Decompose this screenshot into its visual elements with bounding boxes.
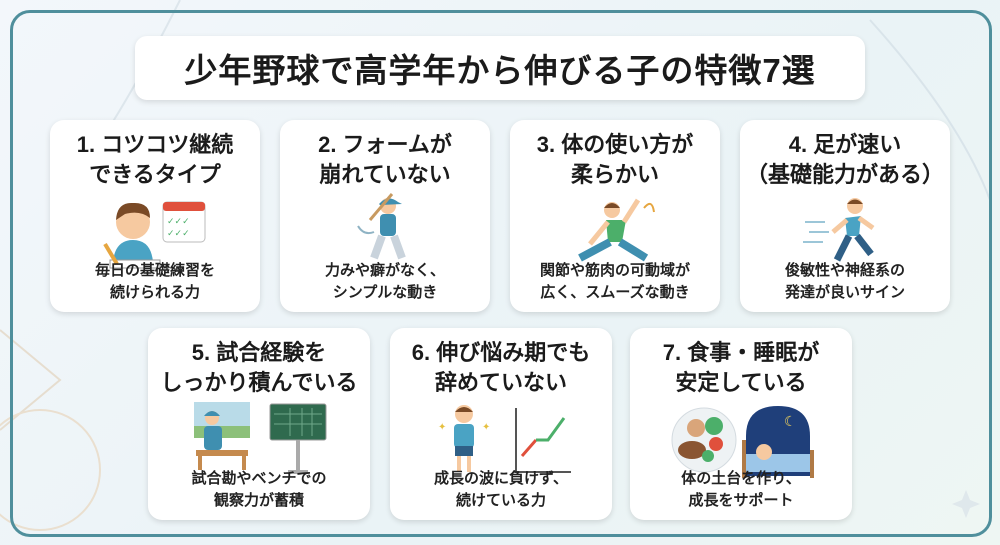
trait-card-7: 7. 食事・睡眠が安定している ☾ 体の土台を作り、成長をサポート (630, 328, 852, 520)
runner-icon (803, 198, 875, 262)
heading-line: 7. 食事・睡眠が (662, 340, 820, 365)
svg-text:☾: ☾ (784, 413, 797, 429)
caption-line: 体の土台を作り、 (681, 470, 801, 487)
caption-line: 続けている力 (455, 492, 546, 509)
caption-line: 試合勘やベンチでの (191, 470, 327, 487)
caption-line: 関節や筋肉の可動域が (539, 262, 690, 279)
caption-line: 毎日の基礎練習を (94, 262, 215, 279)
boy-studying-calendar-icon: ✓✓✓ ✓✓✓ (103, 201, 206, 269)
card-heading: 7. 食事・睡眠が安定している (630, 338, 852, 398)
heading-line: 4. 足が速い (788, 132, 902, 157)
trait-card-6: 6. 伸び悩み期でも辞めていない ✦✦ 成長の波に負けず、続けている力 (390, 328, 612, 520)
heading-line: 辞めていない (434, 370, 567, 395)
trait-card-5: 5. 試合経験をしっかり積んでいる 試合勘やベンチでの観察力が蓄積 (148, 328, 370, 520)
heading-line: 安定している (675, 370, 807, 395)
svg-text:✓✓✓: ✓✓✓ (167, 228, 190, 238)
trait-card-1: 1. コツコツ継続できるタイプ ✓✓✓ ✓✓✓ 毎日の基礎練習を続けられる力 (50, 120, 260, 312)
caption-line: シンプルな動き (332, 284, 438, 301)
caption-line: 力みや癖がなく、 (324, 262, 445, 279)
card-heading: 2. フォームが崩れていない (280, 130, 490, 190)
card-caption: 俊敏性や神経系の発達が良いサイン (740, 260, 950, 304)
card-heading: 6. 伸び悩み期でも辞めていない (390, 338, 612, 398)
card-caption: 関節や筋肉の可動域が広く、スムーズな動き (510, 260, 720, 304)
heading-line: できるタイプ (89, 162, 221, 187)
svg-text:✦: ✦ (438, 422, 446, 433)
card-heading: 1. コツコツ継続できるタイプ (50, 130, 260, 190)
card-caption: 力みや癖がなく、シンプルな動き (280, 260, 490, 304)
caption-line: 続けられる力 (109, 284, 200, 301)
heading-line: 5. 試合経験を (191, 340, 327, 365)
page-title: 少年野球で高学年から伸びる子の特徴7選 (135, 36, 865, 100)
stretching-icon (578, 198, 655, 262)
card-caption: 毎日の基礎練習を続けられる力 (50, 260, 260, 304)
card-heading: 3. 体の使い方が柔らかい (510, 130, 720, 190)
trait-card-2: 2. フォームが崩れていない 力みや癖がなく、シンプルな動き (280, 120, 490, 312)
heading-line: （基礎能力がある） (745, 162, 944, 187)
caption-line: 成長の波に負けず、 (434, 470, 568, 487)
heading-line: 1. コツコツ継続 (76, 132, 234, 157)
card-heading: 5. 試合経験をしっかり積んでいる (148, 338, 370, 398)
caption-line: 観察力が蓄積 (213, 492, 304, 509)
outer-frame (10, 10, 992, 537)
caption-line: 俊敏性や神経系の (784, 262, 905, 279)
heading-line: 崩れていない (319, 162, 451, 187)
caption-line: 発達が良いサイン (784, 284, 905, 301)
heading-line: しっかり積んでいる (160, 370, 358, 395)
trait-card-4: 4. 足が速い （基礎能力がある） 俊敏性や神経系の発達が良いサイン (740, 120, 950, 312)
svg-text:✓✓✓: ✓✓✓ (167, 216, 190, 226)
heading-line: 柔らかい (570, 162, 659, 187)
bench-scoreboard-icon (194, 402, 327, 474)
card-caption: 体の土台を作り、成長をサポート (630, 468, 852, 512)
growth-chart-icon: ✦✦ (438, 405, 571, 473)
caption-line: 成長をサポート (688, 492, 794, 509)
heading-line: 3. 体の使い方が (536, 132, 694, 157)
heading-line: 6. 伸び悩み期でも (411, 340, 591, 365)
caption-line: 広く、スムーズな動き (540, 284, 690, 301)
card-heading: 4. 足が速い （基礎能力がある） (740, 130, 950, 190)
svg-text:✦: ✦ (482, 422, 490, 433)
card-caption: 成長の波に負けず、続けている力 (390, 468, 612, 512)
heading-line: 2. フォームが (318, 132, 452, 157)
card-caption: 試合勘やベンチでの観察力が蓄積 (148, 468, 370, 512)
trait-card-3: 3. 体の使い方が柔らかい 関節や筋肉の可動域が広く、スムーズな動き (510, 120, 720, 312)
meal-sleep-icon: ☾ (671, 406, 814, 478)
batter-swing-icon (357, 193, 406, 260)
